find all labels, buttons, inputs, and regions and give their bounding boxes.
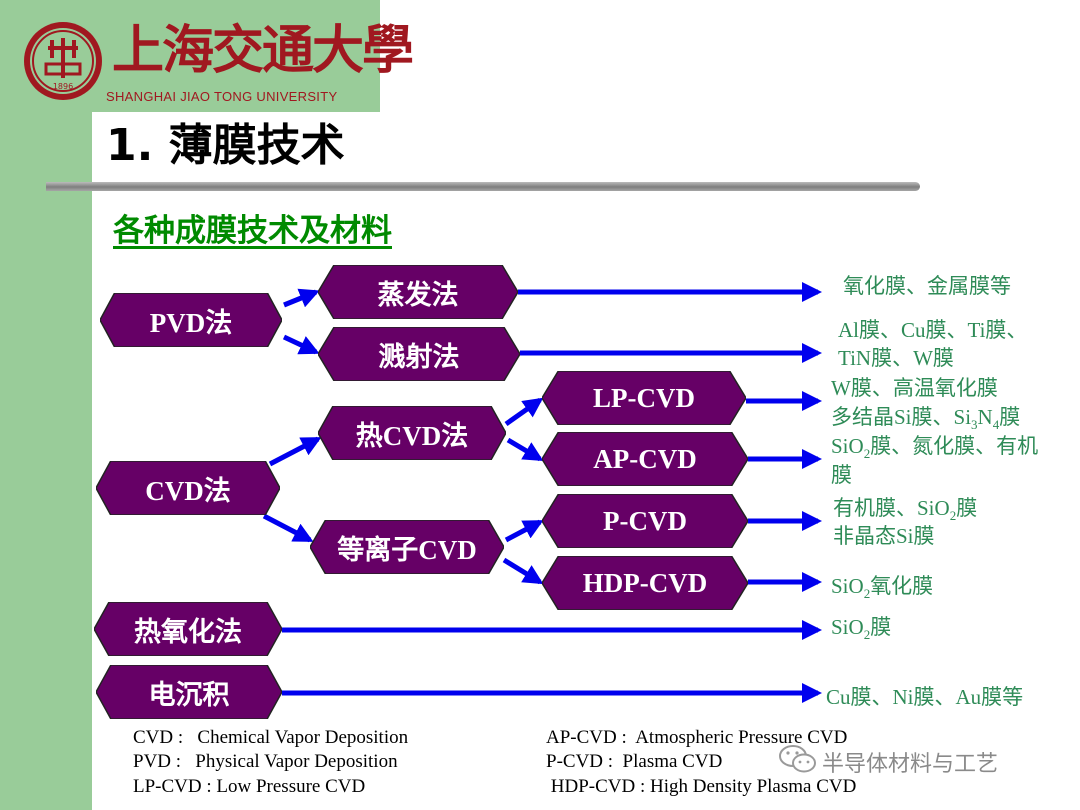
result-sputtering-line2: TiN膜、W膜 — [838, 346, 954, 370]
arrow-plasma-p — [504, 519, 544, 543]
node-ap-cvd: AP-CVD — [542, 432, 748, 486]
result-electrodeposition: Cu膜、Ni膜、Au膜等 — [826, 685, 1024, 709]
node-hdp-cvd: HDP-CVD — [542, 556, 748, 610]
page-title: 1. 薄膜技术 — [106, 120, 345, 171]
side-bar — [0, 0, 92, 810]
wechat-chat-icon — [779, 745, 816, 773]
subtitle: 各种成膜技术及材料 — [113, 213, 392, 249]
result-p-cvd-line1: 有机膜、SiO2膜 — [833, 496, 978, 524]
watermark-text: 半导体材料与工艺 — [822, 752, 999, 777]
arrow-pvd-evaporation — [283, 288, 320, 308]
arrow-cvd-plasma — [262, 513, 314, 543]
node-plasma-cvd: 等离子CVD — [310, 520, 504, 574]
result-hdp-cvd: SiO2氧化膜 — [831, 574, 934, 602]
node-electrodeposition-label: 电沉积 — [148, 679, 230, 710]
arrow-thermal-lp — [504, 397, 544, 427]
node-thermal-cvd: 热CVD法 — [318, 406, 506, 460]
arrow-cvd-thermal — [268, 436, 322, 467]
result-p-cvd-line2: 非晶态Si膜 — [833, 524, 935, 548]
node-thermal-oxidation: 热氧化法 — [94, 602, 282, 656]
node-pvd-label: PVD法 — [149, 307, 233, 338]
result-ap-cvd-line1: SiO2膜、氮化膜、有机 — [831, 434, 1039, 462]
node-hdp-cvd-label: HDP-CVD — [582, 567, 708, 598]
legend-left-3: LP-CVD : Low Pressure CVD — [133, 776, 366, 797]
node-cvd-label: CVD法 — [145, 475, 231, 506]
arrow-plasma-hdp — [502, 557, 544, 585]
node-p-cvd: P-CVD — [542, 494, 748, 548]
node-sputtering-label: 溅射法 — [378, 341, 460, 372]
result-thermal-oxidation: SiO2膜 — [831, 615, 892, 643]
svg-text:1896: 1896 — [53, 82, 73, 91]
node-cvd: CVD法 — [96, 461, 280, 515]
node-pvd: PVD法 — [100, 293, 282, 347]
logo-english-name: SHANGHAI JIAO TONG UNIVERSITY — [106, 89, 338, 104]
result-lp-cvd-line1: W膜、高温氧化膜 — [831, 376, 998, 400]
node-evaporation-label: 蒸发法 — [377, 279, 459, 310]
logo-chinese-name: 上海交通大學 — [112, 20, 414, 81]
node-sputtering: 溅射法 — [318, 327, 520, 381]
result-ap-cvd-line2: 膜 — [831, 463, 852, 487]
node-plasma-cvd-label: 等离子CVD — [337, 534, 477, 565]
title-divider — [46, 182, 920, 191]
legend-right-3: HDP-CVD : High Density Plasma CVD — [546, 776, 857, 797]
node-electrodeposition: 电沉积 — [96, 665, 282, 719]
node-thermal-cvd-label: 热CVD法 — [355, 420, 469, 451]
legend-right-1: AP-CVD : Atmospheric Pressure CVD — [546, 727, 848, 748]
arrow-pvd-sputtering — [282, 334, 320, 355]
node-ap-cvd-label: AP-CVD — [593, 443, 697, 474]
arrow-thermal-ap — [506, 437, 544, 462]
result-sputtering-line1: Al膜、Cu膜、Ti膜、 — [838, 318, 1028, 342]
legend-left-2: PVD : Physical Vapor Deposition — [133, 751, 398, 772]
node-lp-cvd-label: LP-CVD — [593, 382, 695, 413]
node-thermal-oxidation-label: 热氧化法 — [134, 616, 242, 647]
legend-right-2: P-CVD : Plasma CVD — [546, 751, 723, 772]
result-evaporation: 氧化膜、金属膜等 — [843, 274, 1011, 298]
result-lp-cvd-line2: 多结晶Si膜、Si3N4膜 — [831, 405, 1021, 433]
node-lp-cvd: LP-CVD — [542, 371, 746, 425]
university-seal-icon: 1896 — [24, 22, 102, 100]
node-evaporation: 蒸发法 — [318, 265, 518, 319]
logo-block: 1896 上海交通大學 SHANGHAI JIAO TONG UNIVERSIT… — [0, 0, 414, 112]
node-p-cvd-label: P-CVD — [603, 505, 687, 536]
legend-left-1: CVD : Chemical Vapor Deposition — [133, 727, 409, 748]
